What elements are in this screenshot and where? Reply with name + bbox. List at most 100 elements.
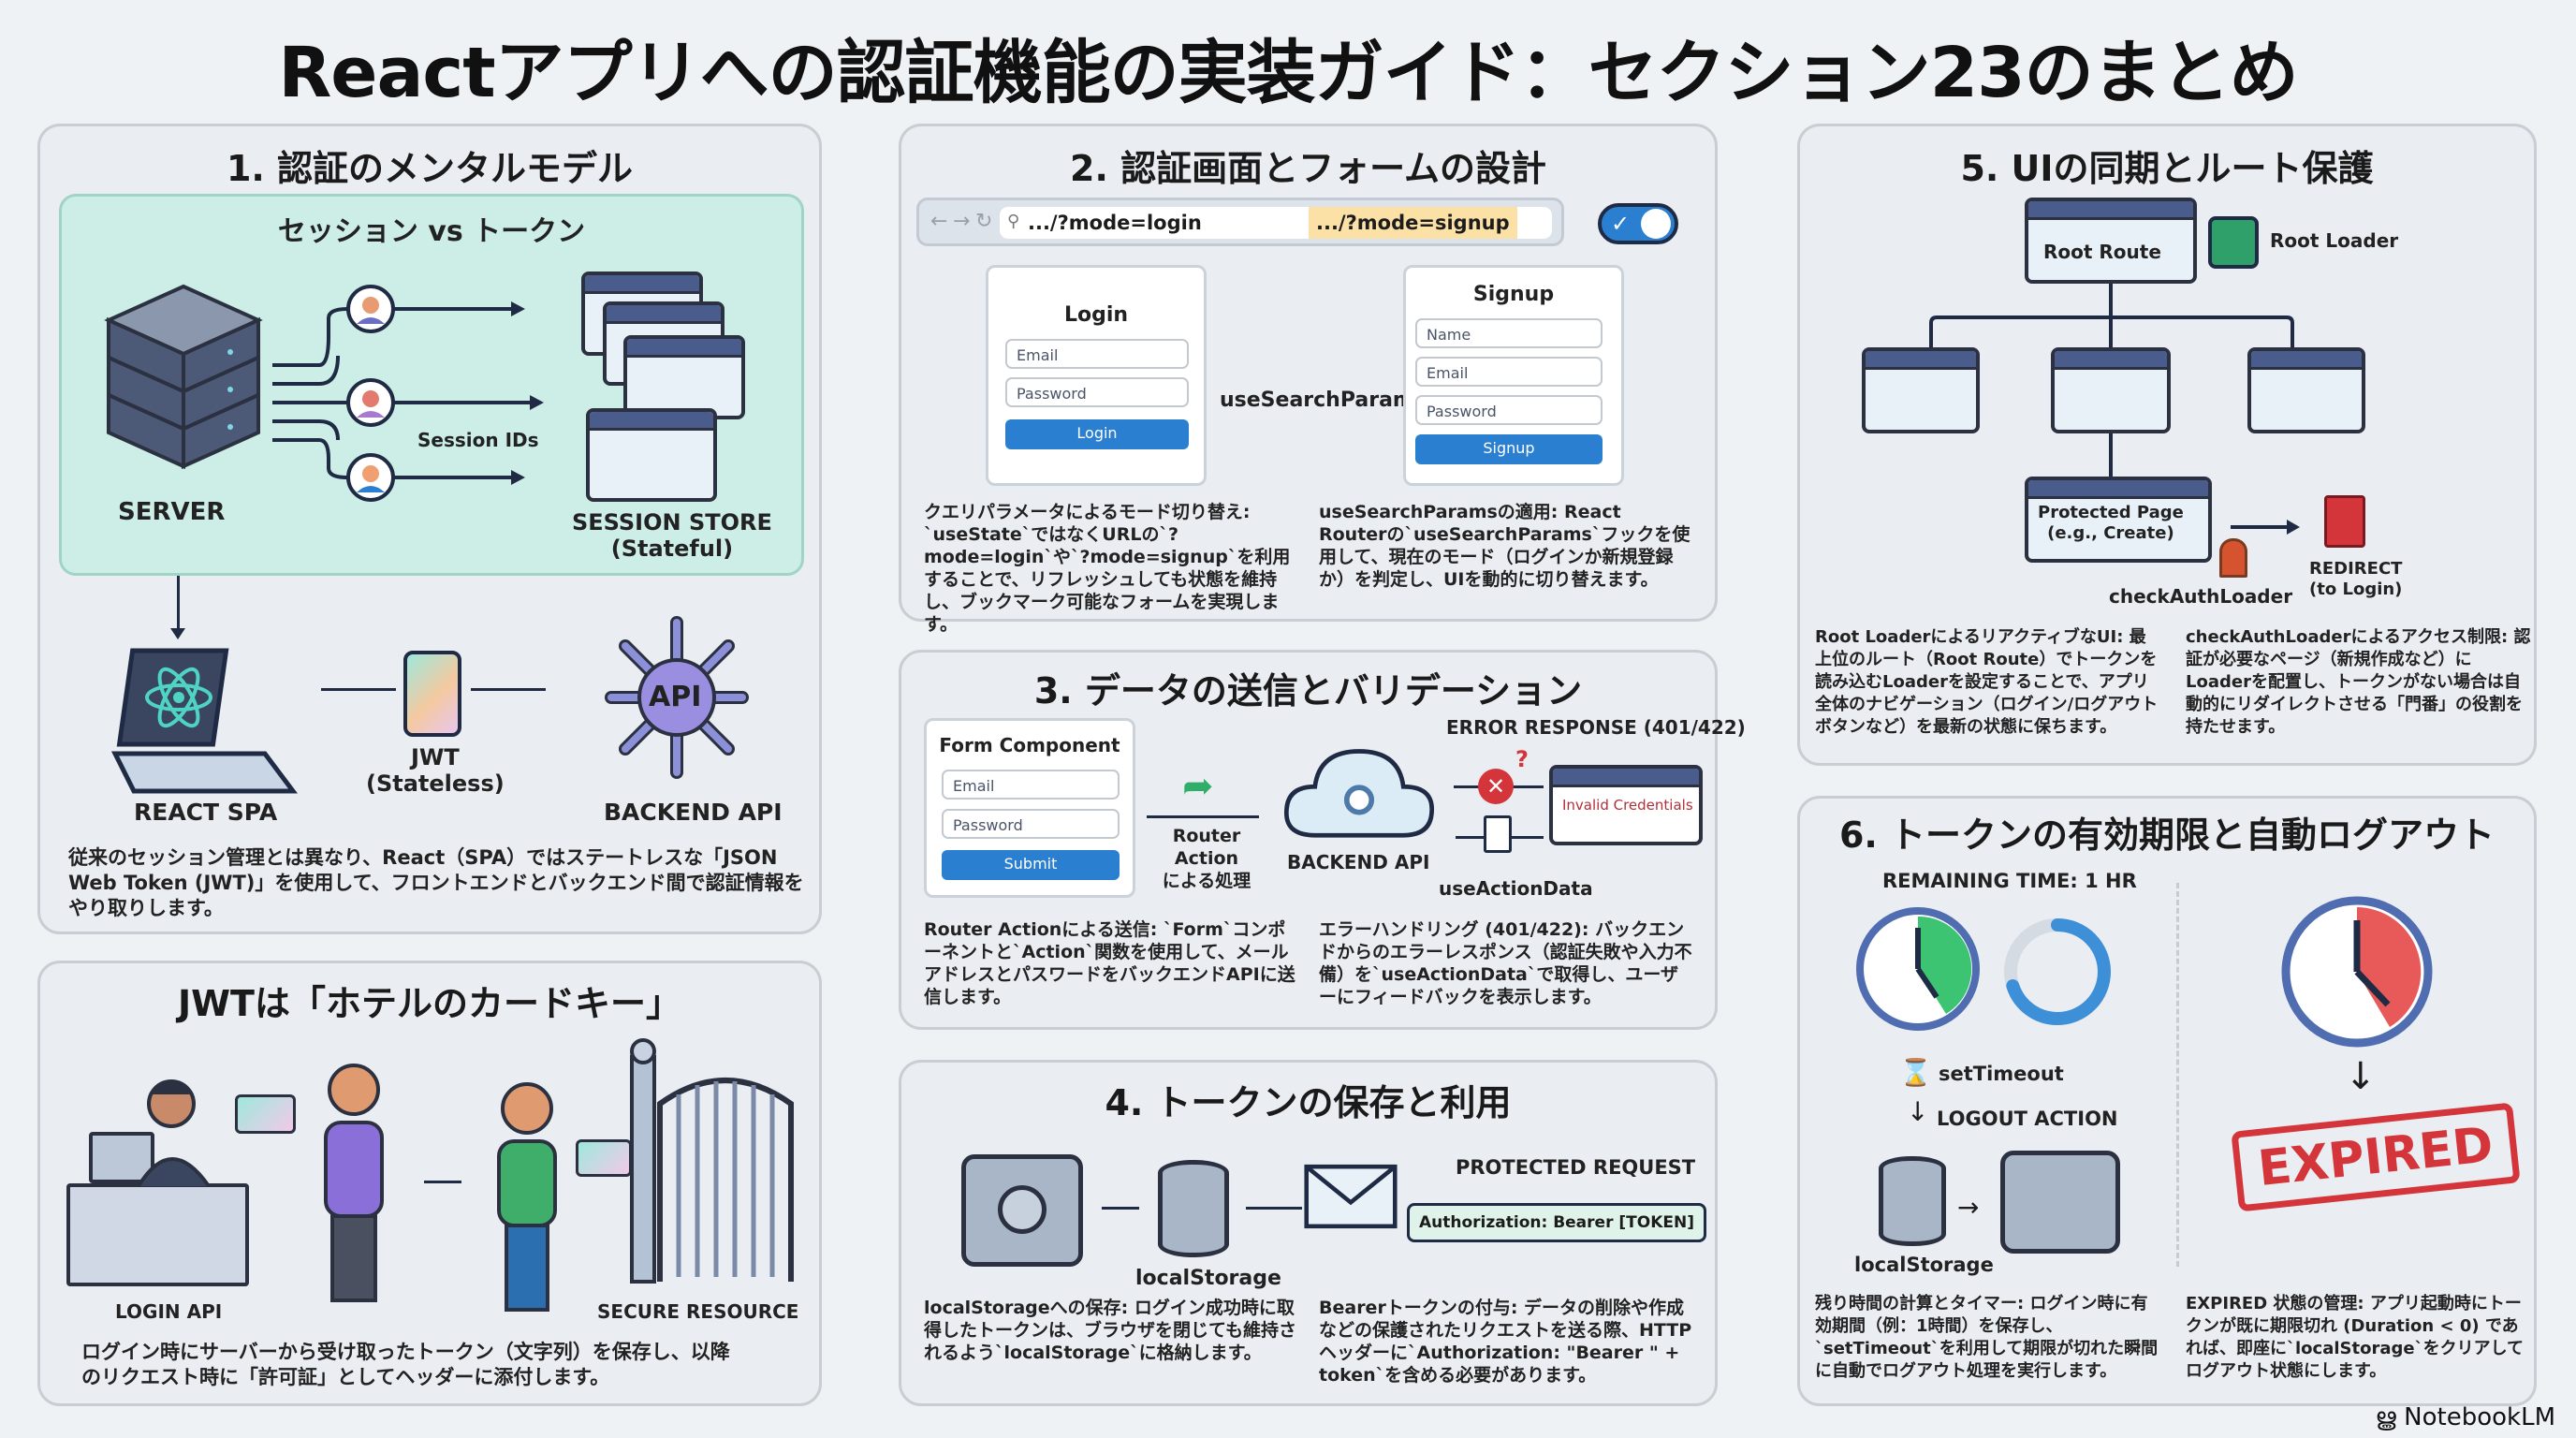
gatekeeper-icon <box>2219 538 2247 578</box>
flow-arrow <box>1246 1207 1302 1210</box>
section-5-desc-right: checkAuthLoaderによるアクセス制限: 認証が必要なページ（新規作成… <box>2186 627 2531 737</box>
api-badge-text: API <box>649 681 702 713</box>
local-storage-label: localStorage <box>1854 1254 1994 1276</box>
right-arrow-icon: → <box>1957 1192 1980 1223</box>
section-2-card: 2. 認証画面とフォームの設計 ← → ↻ ⚲ .../?mode=login … <box>899 124 1718 635</box>
arrow-head <box>170 628 185 639</box>
forward-icon[interactable]: → <box>953 210 971 233</box>
redirect-title: REDIRECT <box>2309 559 2403 579</box>
session-window <box>586 408 717 502</box>
section-3-card: 3. データの送信とバリデーション Form Component Email P… <box>899 650 1746 1030</box>
guest-at-gate-figure <box>497 1082 557 1312</box>
login-form: Login Email Password Login <box>986 265 1207 486</box>
jwt-hotel-card: JWTは「ホテルのカードキー」 LOGIN API SECURE RESOURC… <box>37 961 822 1406</box>
jwt-token-icon <box>403 651 461 737</box>
logout-action-label: LOGOUT ACTION <box>1937 1108 2118 1130</box>
section-title: JWTは「ホテルのカードキー」 <box>178 983 681 1024</box>
section-1-card: 1. 認証のメンタルモデル セッション vs トークン SERVER <box>37 124 822 934</box>
section-title: 5. UIの同期とルート保護 <box>1960 148 2374 189</box>
remaining-clock-icon <box>1856 907 1980 1031</box>
redirect-door-icon <box>2324 495 2365 548</box>
notebooklm-brand: ൠ NotebookLM <box>2375 1403 2555 1432</box>
root-loader-icon <box>2208 216 2259 269</box>
page-title: Reactアプリへの認証機能の実装ガイド：セクション23のまとめ <box>278 33 2298 113</box>
laptop-react-icon <box>110 648 298 794</box>
router-action-label: Router Action による処理 <box>1141 825 1272 892</box>
protected-page-sub: (e.g., Create) <box>2047 523 2174 543</box>
login-form-title: Login <box>1063 303 1129 327</box>
set-timeout-label: setTimeout <box>1939 1063 2064 1085</box>
green-arrow-icon: ➦ <box>1182 765 1214 808</box>
url-signup-highlight: .../?mode=signup <box>1309 207 1517 239</box>
section-3-desc-left: Router Actionによる送信: `Form`コンポーネントと`Actio… <box>924 919 1295 1007</box>
receptionist-figure <box>137 1079 211 1188</box>
child-route-window <box>2247 347 2365 433</box>
redirect-sub: (to Login) <box>2309 580 2403 599</box>
section-title: 1. 認証のメンタルモデル <box>226 148 634 189</box>
session-vs-token-panel: セッション vs トークン SERVER Session IDs <box>59 194 804 576</box>
section-4-desc-left: localStorageへの保存: ログイン成功時に取得したトークンは、ブラウザ… <box>924 1298 1297 1363</box>
use-action-data-label: useActionData <box>1439 877 1593 900</box>
route-tree-lines <box>1929 284 2300 535</box>
backend-api-label: BACKEND API <box>1287 851 1430 873</box>
server-to-spa-arrow <box>177 576 180 632</box>
signup-button[interactable]: Signup <box>1415 434 1603 464</box>
section-title: 4. トークンの保存と利用 <box>1105 1082 1512 1123</box>
url-input[interactable]: ⚲ .../?mode=login .../?mode=signup <box>1000 207 1552 239</box>
error-message: Invalid Credentials <box>1562 797 1693 814</box>
root-loader-label: Root Loader <box>2270 229 2399 252</box>
error-response-label: ERROR RESPONSE (401/422) <box>1446 716 1746 739</box>
key-card-icon <box>576 1139 632 1177</box>
remaining-progress-ring <box>2004 918 2111 1025</box>
section-title: 2. 認証画面とフォームの設計 <box>1070 148 1546 189</box>
section-6-desc-right: EXPIRED 状態の管理: アプリ起動時にトークンが既に期限切れ (Durat… <box>2186 1294 2525 1381</box>
login-email-field[interactable]: Email <box>1005 339 1189 369</box>
form-component: Form Component Email Password Submit <box>924 718 1135 898</box>
submit-button[interactable]: Submit <box>942 850 1120 880</box>
login-api-label: LOGIN API <box>115 1300 223 1323</box>
protected-page-label: Protected Page (e.g., Create) <box>2038 503 2184 544</box>
section-4-card: 4. トークンの保存と利用 localStorage PROTECTED REQ… <box>899 1060 1718 1406</box>
toggle-knob <box>1641 209 1671 239</box>
secure-resource-label: SECURE RESOURCE <box>597 1300 799 1323</box>
signup-form: Signup Name Email Password Signup <box>1403 265 1624 486</box>
guest-figure <box>324 1064 384 1302</box>
remaining-progress-arc <box>2004 918 2111 1025</box>
local-storage-db-icon <box>1879 1156 1946 1246</box>
error-message-window: Invalid Credentials <box>1549 765 1703 845</box>
laptop-icon <box>89 1132 154 1183</box>
expired-stamp: EXPIRED <box>2231 1102 2521 1212</box>
url-login: .../?mode=login <box>1028 212 1202 234</box>
form-password-field[interactable]: Password <box>942 809 1120 839</box>
mode-toggle[interactable]: ✓ <box>1598 203 1678 244</box>
expired-clock-icon <box>2281 896 2433 1048</box>
section-title: 3. データの送信とバリデーション <box>1033 670 1583 712</box>
signup-name-field[interactable]: Name <box>1415 318 1603 348</box>
jwt-to-api-arrow <box>471 688 546 691</box>
form-email-field[interactable]: Email <box>942 770 1120 800</box>
signup-email-field[interactable]: Email <box>1415 357 1603 387</box>
gate-icon <box>630 1038 794 1284</box>
local-storage-label: localStorage <box>1135 1267 1281 1290</box>
safe-dial <box>998 1185 1046 1234</box>
server-icon <box>104 284 263 470</box>
section-2-desc-right: useSearchParamsの適用: React Routerの`useSea… <box>1319 502 1690 590</box>
safe-icon <box>961 1154 1083 1267</box>
router-action-title: Router Action <box>1172 826 1241 869</box>
section-5-desc-left: Root LoaderによるリアクティブなUI: 最上位のルート（Root Ro… <box>1815 627 2159 737</box>
form-component-title: Form Component <box>939 734 1120 756</box>
react-spa-label: REACT SPA <box>134 799 278 826</box>
signup-password-field[interactable]: Password <box>1415 395 1603 425</box>
down-arrow-icon: ↓ <box>1907 1096 1929 1127</box>
back-icon[interactable]: ← <box>930 210 948 233</box>
protected-request-label: PROTECTED REQUEST <box>1456 1156 1696 1179</box>
root-route-window: Root Route <box>2025 198 2197 284</box>
section-title: 6. トークンの有効期限と自動ログアウト <box>1838 814 2496 856</box>
question-icon: ? <box>1515 746 1529 772</box>
login-password-field[interactable]: Password <box>1005 377 1189 407</box>
local-storage-db-icon <box>1158 1160 1229 1257</box>
section-6-desc-left: 残り時間の計算とタイマー: ログイン時に有効期間（例：1時間）を保存し、`set… <box>1815 1294 2159 1381</box>
reload-icon[interactable]: ↻ <box>975 210 993 233</box>
login-button[interactable]: Login <box>1005 419 1189 449</box>
hourglass-icon: ⌛ <box>1899 1057 1932 1088</box>
